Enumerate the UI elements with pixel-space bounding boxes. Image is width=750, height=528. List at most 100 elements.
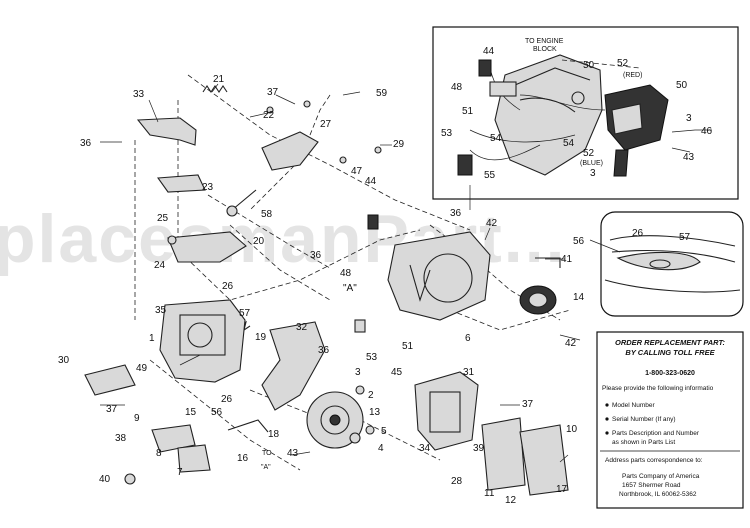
lever-20-shape xyxy=(167,231,247,263)
callout-42: 42 xyxy=(486,218,498,229)
callout-4: 4 xyxy=(378,443,384,454)
callout-43: 43 xyxy=(287,448,299,459)
callout-54: 54 xyxy=(490,133,502,144)
callout-23: 23 xyxy=(202,182,214,193)
callout-25: 25 xyxy=(157,213,169,224)
callout-42: 42 xyxy=(565,338,577,349)
callout-17: 17 xyxy=(556,484,568,495)
plate-27-shape xyxy=(261,131,319,171)
label-a-center: "A" xyxy=(343,283,357,294)
callout-56: 56 xyxy=(573,236,585,247)
callout-51: 51 xyxy=(462,106,474,117)
part-40-shape xyxy=(124,473,136,485)
detail-inset: 56 26 57 xyxy=(573,211,744,317)
order-item-description: Parts Description and Number xyxy=(612,430,700,437)
callout-53: 53 xyxy=(366,352,378,363)
label-to: TO xyxy=(262,450,272,457)
carburetor-shape xyxy=(159,299,246,383)
callout-8: 8 xyxy=(156,448,162,459)
callout-33: 33 xyxy=(133,89,145,100)
spring-21-shape xyxy=(202,85,228,93)
order-phone: 1-800-323-0620 xyxy=(645,370,695,377)
callout-3: 3 xyxy=(686,113,692,124)
callout-1: 1 xyxy=(149,333,155,344)
callout-18: 18 xyxy=(268,429,280,440)
callout-55: 55 xyxy=(484,170,496,181)
callout-52: 52 xyxy=(583,148,595,159)
engine-block-inset: TO ENGINE BLOCK (RED) (BLUE) 44 50 52 48… xyxy=(432,26,739,200)
callout-3: 3 xyxy=(590,168,596,179)
callout-2: 2 xyxy=(368,390,374,401)
label-red: (RED) xyxy=(623,72,642,79)
order-item-model: Model Number xyxy=(612,402,655,409)
callout-26: 26 xyxy=(221,394,233,405)
callout-59: 59 xyxy=(376,88,388,99)
callout-57: 57 xyxy=(239,308,251,319)
callout-3: 3 xyxy=(355,367,361,378)
callout-36: 36 xyxy=(450,208,462,219)
callout-54: 54 xyxy=(563,138,575,149)
blower-housing-shape xyxy=(387,231,491,321)
order-item-serial: Serial Number (If any) xyxy=(612,416,676,423)
order-street: 1657 Shermer Road xyxy=(622,482,681,489)
callout-36: 36 xyxy=(310,250,322,261)
callout-36: 36 xyxy=(318,345,330,356)
part-8-shape xyxy=(151,424,196,453)
muffler-31-shape xyxy=(414,371,479,451)
order-item-parts-list: as shown in Parts List xyxy=(612,439,675,446)
callout-50: 50 xyxy=(676,80,688,91)
label-block: BLOCK xyxy=(533,46,557,53)
callout-5: 5 xyxy=(381,426,387,437)
callout-50: 50 xyxy=(583,60,595,71)
callout-48: 48 xyxy=(451,82,463,93)
callout-36: 36 xyxy=(80,138,92,149)
callout-14: 14 xyxy=(573,292,585,303)
callout-38: 38 xyxy=(115,433,127,444)
callout-35: 35 xyxy=(155,305,167,316)
callout-51: 51 xyxy=(402,341,414,352)
order-heading-2: BY CALLING TOLL FREE xyxy=(625,348,715,357)
callout-32: 32 xyxy=(296,322,308,333)
callout-40: 40 xyxy=(99,474,111,485)
callout-39: 39 xyxy=(473,443,485,454)
part-44-shape xyxy=(478,59,492,77)
callout-12: 12 xyxy=(505,495,517,506)
callout-46: 46 xyxy=(701,126,713,137)
callout-41: 41 xyxy=(561,254,573,265)
filter-11-shape xyxy=(481,417,526,491)
callout-19: 19 xyxy=(255,332,267,343)
bracket-23-shape xyxy=(156,174,206,193)
filter-cover-10-shape xyxy=(519,424,569,496)
callout-30: 30 xyxy=(58,355,70,366)
callout-57: 57 xyxy=(679,232,691,243)
callout-29: 29 xyxy=(393,139,405,150)
callout-34: 34 xyxy=(419,443,431,454)
callout-24: 24 xyxy=(154,260,166,271)
part-7-shape xyxy=(177,444,211,473)
callout-27: 27 xyxy=(320,119,332,130)
callout-44: 44 xyxy=(483,46,495,57)
label-blue: (BLUE) xyxy=(580,160,603,167)
callout-13: 13 xyxy=(369,407,381,418)
callout-16: 16 xyxy=(237,453,249,464)
callout-37: 37 xyxy=(106,404,118,415)
order-address-intro: Address parts correspondence to: xyxy=(605,457,703,464)
callout-52: 52 xyxy=(617,58,629,69)
callout-48: 48 xyxy=(340,268,352,279)
callout-58: 58 xyxy=(261,209,273,220)
callout-22: 22 xyxy=(263,110,275,121)
engine-block-shape xyxy=(494,54,603,176)
callout-6: 6 xyxy=(465,333,471,344)
part-48-shape xyxy=(489,81,517,97)
callout-37: 37 xyxy=(522,399,534,410)
callout-26: 26 xyxy=(222,281,234,292)
order-intro: Please provide the following informatio xyxy=(602,385,714,392)
callout-44: 44 xyxy=(365,176,377,187)
label-to-engine: TO ENGINE xyxy=(525,38,564,45)
callout-9: 9 xyxy=(134,413,140,424)
callout-47: 47 xyxy=(351,166,363,177)
callout-21: 21 xyxy=(213,74,225,85)
order-heading-1: ORDER REPLACEMENT PART: xyxy=(615,338,726,347)
callout-26: 26 xyxy=(632,228,644,239)
part-55-shape xyxy=(457,154,473,176)
